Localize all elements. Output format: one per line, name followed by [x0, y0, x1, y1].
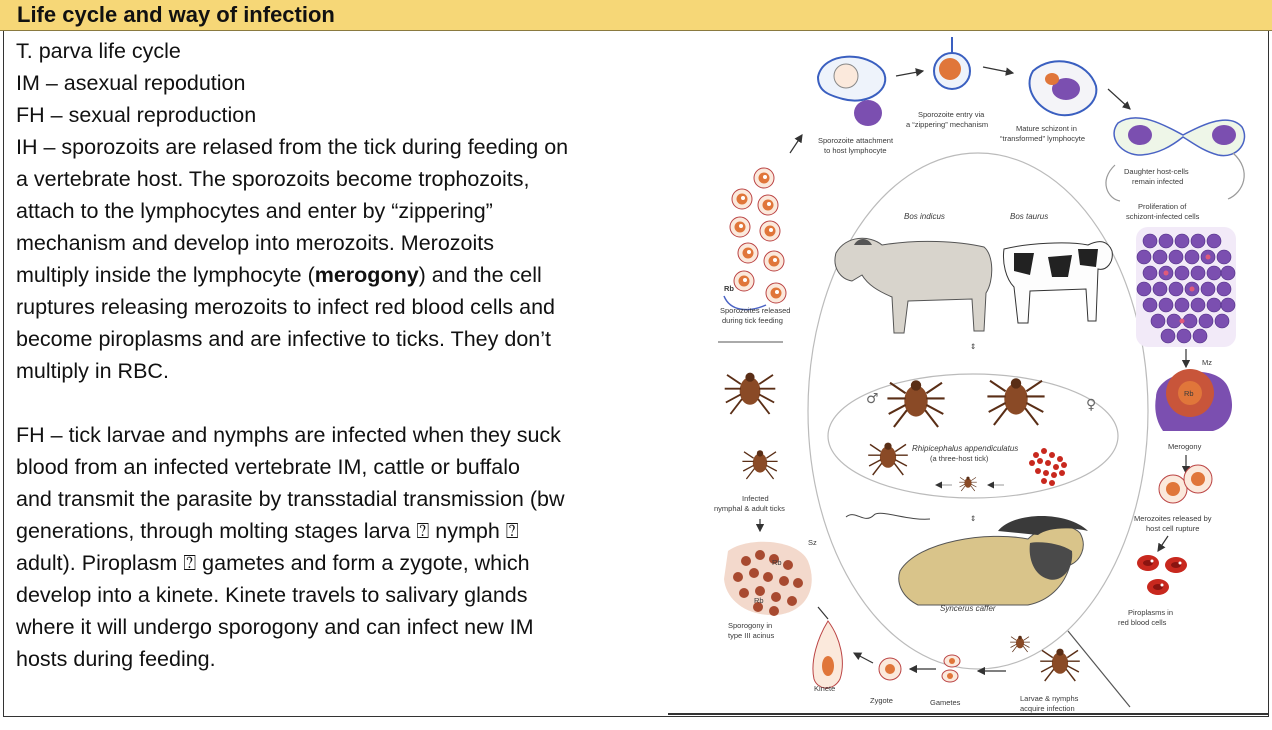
- label-rb: Rb: [772, 558, 782, 567]
- text-line: multiply in RBC.: [16, 359, 169, 383]
- piroplasm-red-blood-cells: [1137, 555, 1187, 595]
- dividing-host-cell: [1113, 117, 1246, 157]
- text-line: a vertebrate host. The sporozoits become…: [16, 167, 530, 191]
- arrow: [852, 652, 874, 664]
- sporozoite-attachment-cell: [816, 55, 887, 126]
- rhipicephalus-ticks: [867, 377, 1046, 492]
- sporogony-acinus: Rb Rb Sz: [724, 538, 817, 616]
- mature-schizont-cell: [1028, 60, 1098, 117]
- arrow: [895, 68, 925, 77]
- sporozoite-released-cells: [723, 167, 787, 311]
- bos-indicus-cattle: [834, 237, 993, 334]
- label-gametes: Gametes: [930, 698, 961, 707]
- zygote: [878, 657, 902, 681]
- paragraph-spacer: [16, 387, 666, 419]
- header-bar: Life cycle and way of infection: [0, 0, 1272, 31]
- label-schizont: Mature schizont in“transformed” lymphocy…: [1000, 124, 1085, 143]
- label-merogony: Merogony: [1168, 442, 1202, 451]
- male-symbol: ♂: [866, 391, 879, 407]
- label-zygote: Zygote: [870, 696, 893, 705]
- gametes: [941, 654, 961, 683]
- page-title: Life cycle and way of infection: [17, 2, 335, 27]
- label-rb: Rb: [754, 596, 764, 605]
- label-bos-taurus: Bos taurus: [1010, 212, 1048, 221]
- arrow: [817, 606, 829, 620]
- infected-ticks: [723, 371, 779, 480]
- text-line: where it will undergo sporogony and can …: [16, 615, 534, 639]
- arrow: [1157, 535, 1169, 552]
- label-sz: Sz: [808, 538, 817, 547]
- text-line: develop into a kinete. Kinete travels to…: [16, 583, 528, 607]
- text-line: FH – sexual reproduction: [16, 103, 257, 127]
- syncerus-caffer-buffalo: [898, 516, 1088, 606]
- label-three-host: (a three-host tick): [930, 454, 989, 463]
- arrow: [1107, 88, 1131, 110]
- label-syncerus: Syncerus caffer: [940, 604, 996, 613]
- text-line: IM – asexual repodution: [16, 71, 246, 95]
- larvae-nymph-ticks: [1009, 635, 1081, 682]
- label-kinete: Kinete: [814, 684, 835, 693]
- text-line: FH – tick larvae and nymphs are infected…: [16, 423, 561, 447]
- divider-line: [1067, 630, 1131, 708]
- content-frame: [3, 31, 1269, 717]
- merogony-term: merogony: [314, 263, 419, 287]
- sporozoite-entry-cell: [933, 37, 971, 90]
- label-bos-indicus: Bos indicus: [904, 212, 945, 221]
- text-line-merogony: multiply inside the lymphocyte (merogony…: [16, 259, 666, 291]
- text-line: T. parva life cycle: [16, 39, 181, 63]
- merozoites-released-cells: [1158, 464, 1213, 504]
- label-mz: Mz: [1202, 358, 1212, 367]
- text-line: attach to the lymphocytes and enter by “…: [16, 199, 493, 223]
- tick-inner-oval: [827, 373, 1119, 499]
- text-line: mechanism and develop into merozoits. Me…: [16, 231, 494, 255]
- text-line: adult). Piroplasm ⍰ gametes and form a z…: [16, 551, 530, 575]
- merogony-cell: Rb Mz: [1155, 358, 1233, 431]
- label-rb: Rb: [724, 284, 734, 293]
- text-line: generations, through molting stages larv…: [16, 519, 519, 543]
- bos-taurus-cattle: [1003, 241, 1113, 324]
- text-line: IH – sporozoits are relased from the tic…: [16, 135, 569, 159]
- text-line: hosts during feeding.: [16, 647, 216, 671]
- arrow: [982, 66, 1015, 76]
- tick-eggs: [1029, 448, 1067, 486]
- cycle-arrow: [1227, 152, 1245, 200]
- kinete: [812, 620, 843, 689]
- proliferating-cell-cluster: [1136, 227, 1236, 347]
- text-line: blood from an infected vertebrate IM, ca…: [16, 455, 520, 479]
- text-line: become piroplasms and are infective to t…: [16, 327, 551, 351]
- label-rb: Rb: [1184, 389, 1194, 398]
- text-line: ruptures releasing merozoits to infect r…: [16, 295, 555, 319]
- text-fragment: multiply inside the lymphocyte (: [16, 263, 315, 287]
- text-line: and transmit the parasite by transstadia…: [16, 487, 565, 511]
- cycle-arrow: [1105, 164, 1121, 202]
- double-arrow: ⇕: [970, 514, 976, 523]
- double-arrow: ⇕: [970, 342, 976, 351]
- text-fragment: ) and the cell: [418, 263, 542, 287]
- text-panel: T. parva life cycle IM – asexual repodut…: [16, 35, 666, 675]
- arrow: [789, 134, 803, 154]
- label-rhipicephalus: Rhipicephalus appendiculatus: [912, 444, 1018, 453]
- female-symbol: ♀: [1086, 397, 1096, 413]
- signature: [845, 512, 931, 520]
